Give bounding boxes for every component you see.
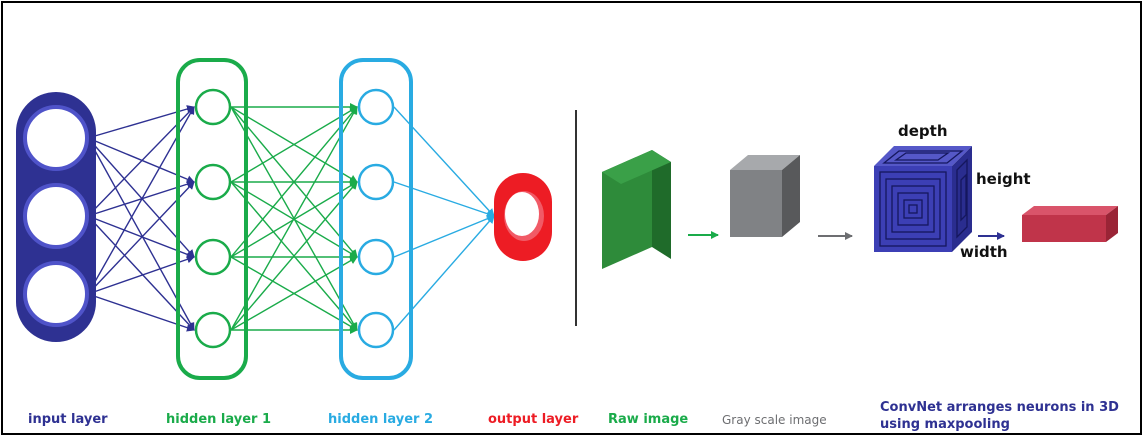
connection-hidden1-hidden2	[230, 181, 358, 331]
hidden1-neuron	[194, 311, 232, 349]
connection-hidden1-hidden2	[230, 106, 358, 331]
hidden2-frame	[339, 58, 413, 380]
hidden1-neuron	[194, 163, 232, 201]
hidden-layer-2	[339, 58, 413, 380]
output-neuron	[505, 192, 539, 236]
caption-gray-scale-image: Gray scale image	[722, 413, 827, 427]
width-label: width	[960, 243, 1008, 261]
connection-hidden1-hidden2	[230, 106, 358, 183]
caption-convnet-line1: ConvNet arranges neurons in 3D	[880, 400, 1119, 415]
hidden1-neuron	[194, 88, 232, 126]
input-layer	[16, 92, 96, 342]
caption-raw-image: Raw image	[608, 412, 689, 427]
hidden2-neuron	[357, 238, 395, 276]
connection-hidden1-hidden2	[230, 256, 358, 331]
output-layer	[494, 173, 552, 261]
pooled-output-block	[1022, 206, 1118, 242]
hidden1-frame	[176, 58, 248, 380]
hidden-layer-1	[176, 58, 248, 380]
caption-hidden-layer-2: hidden layer 2	[328, 412, 434, 427]
depth-label: depth	[898, 122, 948, 140]
input-neuron	[23, 183, 89, 249]
height-label: height	[976, 170, 1031, 188]
caption-input-layer: input layer	[28, 412, 108, 427]
caption-convnet-line2: using maxpooling	[880, 417, 1010, 432]
connections-hidden1-to-hidden2	[230, 103, 358, 334]
convnet-cube	[874, 146, 972, 252]
connection-hidden1-hidden2	[230, 106, 358, 258]
hidden2-neuron	[357, 311, 395, 349]
caption-output-layer: output layer	[488, 412, 579, 427]
input-neuron	[23, 105, 89, 171]
hidden1-neuron	[194, 238, 232, 276]
caption-hidden-layer-1: hidden layer 1	[166, 412, 272, 427]
gray-scale-cube	[730, 155, 800, 237]
hidden2-neuron	[357, 88, 395, 126]
hidden2-neuron	[357, 163, 395, 201]
raw-image-block	[602, 150, 671, 269]
input-neuron	[23, 261, 89, 327]
